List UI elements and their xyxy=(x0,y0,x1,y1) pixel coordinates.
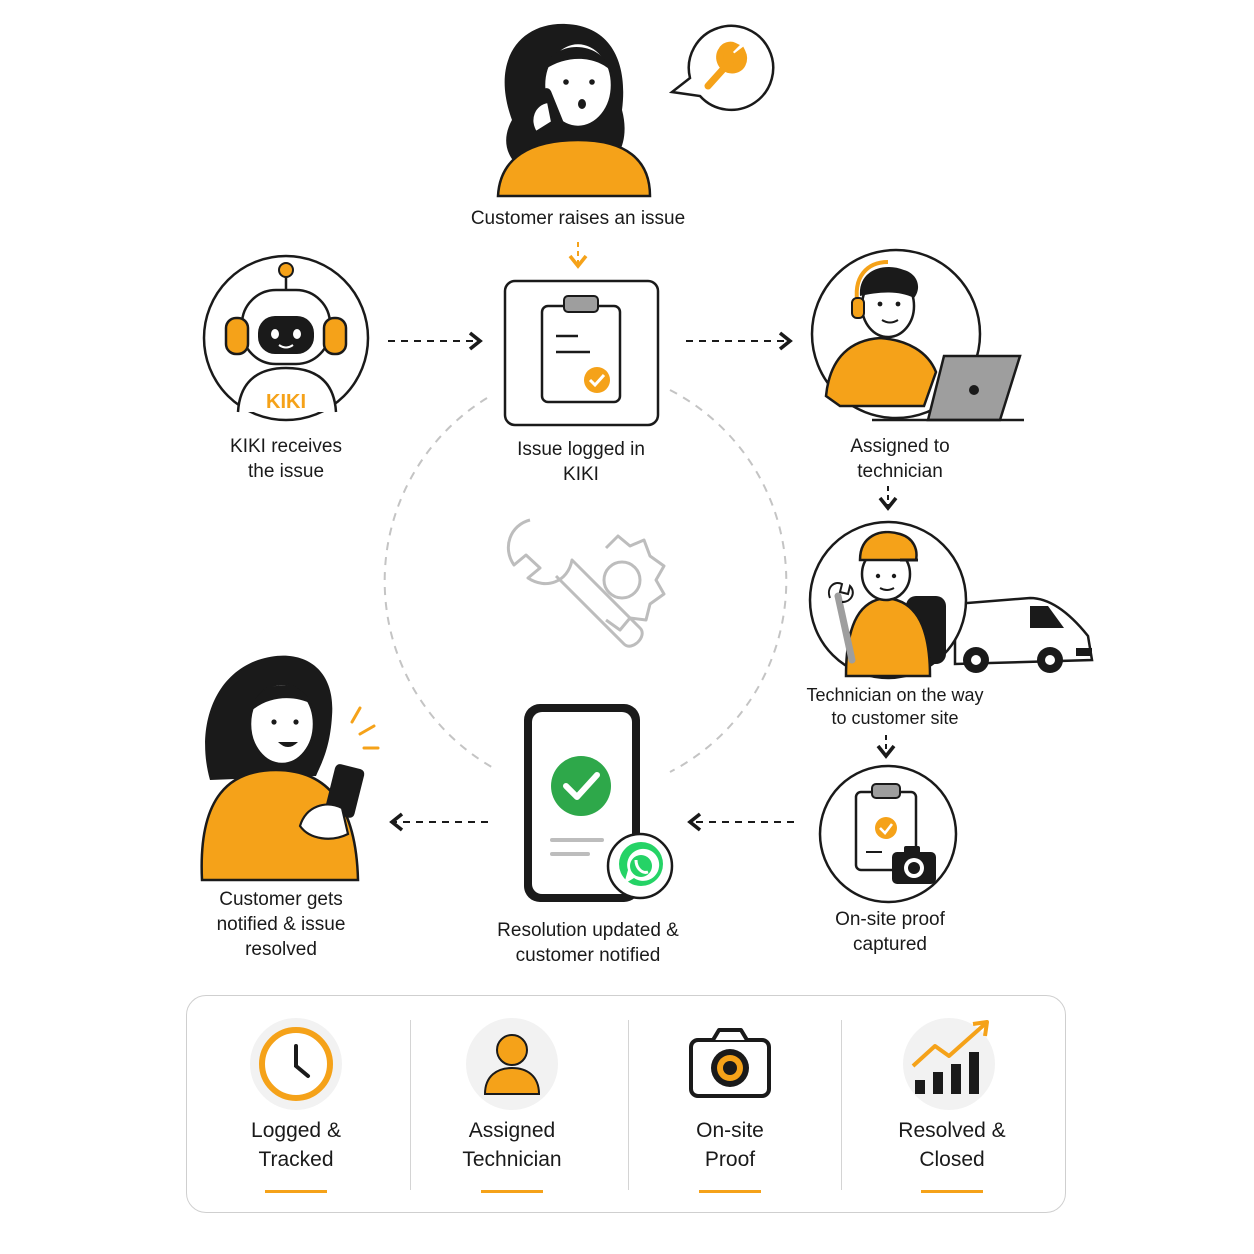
summary-underline xyxy=(265,1190,327,1193)
summary-label: Assigned Technician xyxy=(462,1119,562,1171)
kiki-robot-illustration: KIKI xyxy=(202,254,370,422)
robot-badge: KIKI xyxy=(266,391,306,413)
summary-label: On-site Proof xyxy=(696,1119,764,1171)
step-customer-notified-label: Customer gets notified & issue resolved xyxy=(216,889,346,960)
summary-underline xyxy=(921,1190,983,1193)
summary-assigned-technician: Assigned Technician xyxy=(423,996,601,1214)
step-assigned-label: Assigned to technician xyxy=(850,436,950,482)
step-kiki-receives-label: KIKI receives the issue xyxy=(230,436,342,482)
summary-resolved-closed: Resolved & Closed xyxy=(863,996,1041,1214)
happy-customer-illustration xyxy=(200,655,380,882)
summary-label: Logged & Tracked xyxy=(251,1119,341,1171)
delivery-van-icon xyxy=(953,596,1094,673)
cycle-ring xyxy=(383,389,788,773)
summary-logged-tracked: Logged & Tracked xyxy=(207,996,385,1214)
proof-clipboard-camera-icon xyxy=(818,764,958,904)
trend-chart-icon xyxy=(903,1018,995,1110)
summary-divider xyxy=(410,1020,411,1190)
clock-icon xyxy=(250,1018,342,1110)
step-customer-raises-label: Customer raises an issue xyxy=(470,208,686,229)
clipboard-check-icon xyxy=(503,279,660,427)
camera-icon xyxy=(689,1028,771,1098)
step-proof-captured-label: On-site proof captured xyxy=(835,909,945,955)
technician-laptop-illustration xyxy=(810,248,1024,422)
summary-underline xyxy=(481,1190,543,1193)
summary-underline xyxy=(699,1190,761,1193)
step-issue-logged-label: Issue logged in KIKI xyxy=(517,439,645,485)
summary-divider xyxy=(841,1020,842,1190)
step-resolution-updated-label: Resolution updated & customer notified xyxy=(497,920,679,966)
wrench-gear-icon xyxy=(506,518,666,648)
technician-wrench-illustration xyxy=(808,520,968,680)
wrench-speech-bubble-icon xyxy=(668,24,775,112)
summary-label: Resolved & Closed xyxy=(898,1119,1006,1171)
phone-success-illustration xyxy=(524,704,640,902)
summary-card: Logged & Tracked Assigned Technician On-… xyxy=(186,995,1066,1213)
summary-onsite-proof: On-site Proof xyxy=(641,996,819,1214)
workflow-diagram: KIKI xyxy=(200,23,1094,904)
customer-calling-illustration xyxy=(496,23,652,198)
step-on-the-way-label: Technician on the way to customer site xyxy=(806,685,984,728)
whatsapp-icon xyxy=(606,832,674,900)
summary-divider xyxy=(628,1020,629,1190)
person-icon xyxy=(466,1018,558,1110)
